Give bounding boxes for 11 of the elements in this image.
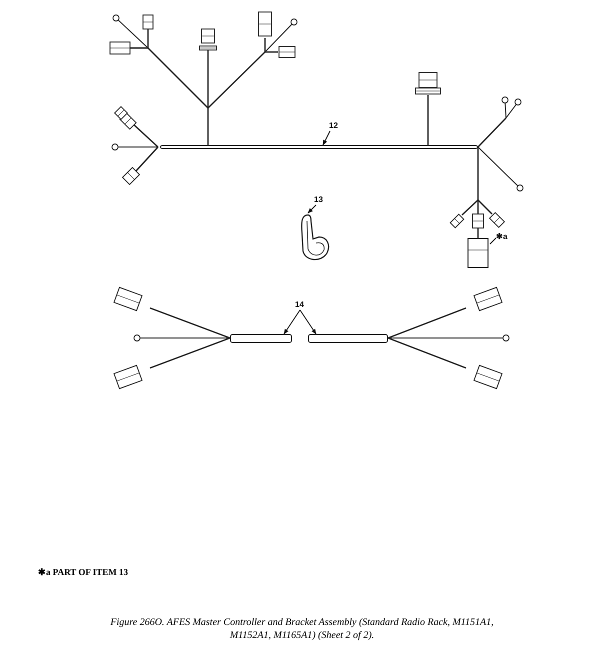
callout-number: 13 [314, 195, 326, 205]
leader-line [300, 310, 316, 334]
note-text: ✱a PART OF ITEM 13 [38, 567, 128, 577]
callout-number: 14 [295, 300, 307, 310]
leader-line [284, 310, 300, 334]
callout-number: 12 [329, 121, 341, 131]
leader-line [490, 238, 496, 244]
figure-caption: Figure 266O. AFES Master Controller and Bracket Assembly (Standard Radio Rack, M1151A1, M1152A1, M1165A1) (Sheet 2 of 2). [109, 616, 495, 642]
note-reference: ✱a [496, 232, 516, 243]
leader-line [308, 204, 316, 214]
leader-line [322, 130, 330, 146]
